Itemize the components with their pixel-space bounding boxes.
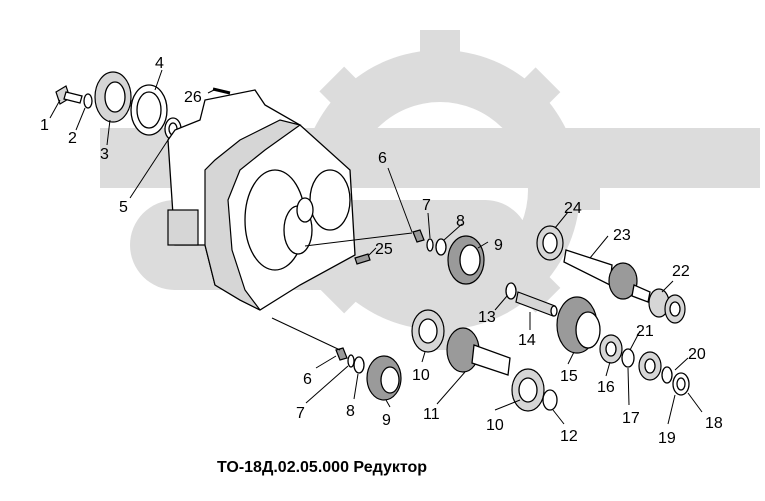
bearing-mid — [599, 334, 623, 364]
diagram-caption: ТО-18Д.02.05.000 Редуктор — [217, 459, 427, 476]
snap-ring — [505, 282, 517, 300]
callout-1: 1 — [40, 117, 49, 134]
callout-7-lower: 7 — [296, 405, 305, 422]
callout-8-upper: 8 — [456, 213, 465, 230]
callout-10-left: 10 — [412, 367, 430, 384]
callout-15: 15 — [560, 368, 578, 385]
callout-22: 22 — [672, 263, 690, 280]
callout-13: 13 — [478, 309, 496, 326]
callout-16: 16 — [597, 379, 615, 396]
upper-bolt — [412, 229, 425, 243]
gearbox-housing — [167, 89, 356, 311]
callout-24: 24 — [564, 200, 582, 217]
callout-6-lower: 6 — [303, 371, 312, 388]
callout-3: 3 — [100, 146, 109, 163]
callout-12: 12 — [560, 428, 578, 445]
bearing-left — [411, 309, 445, 353]
leader-lines — [49, 69, 703, 425]
lower-ring — [542, 389, 558, 411]
callout-19: 19 — [658, 430, 676, 447]
callout-6-upper: 6 — [378, 150, 387, 167]
intermediate-shaft — [515, 291, 558, 317]
callout-26: 26 — [184, 89, 202, 106]
cover-plate — [94, 71, 132, 123]
callout-2: 2 — [68, 130, 77, 147]
washer — [83, 93, 93, 109]
callout-11: 11 — [423, 406, 440, 423]
callout-10-right: 10 — [486, 417, 504, 434]
pin — [212, 87, 231, 95]
lower-spacer — [353, 356, 365, 374]
bearing-set — [648, 288, 686, 324]
bearing-upper — [536, 225, 564, 261]
gear-shaft — [446, 327, 511, 376]
callout-21: 21 — [636, 323, 654, 340]
callout-14: 14 — [518, 332, 536, 349]
callout-18: 18 — [705, 415, 723, 432]
end-cap — [672, 372, 690, 396]
bearing-outer — [638, 351, 662, 381]
upper-washer — [426, 238, 434, 252]
callout-4: 4 — [155, 55, 164, 72]
callout-9-upper: 9 — [494, 237, 503, 254]
upper-gear — [447, 235, 485, 285]
retainer-ring — [661, 366, 673, 384]
callout-7-upper: 7 — [422, 197, 431, 214]
callout-23: 23 — [613, 227, 631, 244]
callout-labels: 1 2 3 4 5 26 6 7 8 9 24 23 22 25 13 14 2… — [40, 55, 723, 447]
ring-mid — [621, 348, 635, 368]
upper-spacer — [435, 238, 447, 256]
callout-8-lower: 8 — [346, 403, 355, 420]
lower-bolt — [335, 347, 348, 361]
pinion-shaft — [563, 249, 651, 303]
callout-25: 25 — [375, 241, 393, 258]
bearing-right — [511, 368, 545, 412]
large-gear — [556, 296, 601, 354]
screw — [354, 253, 371, 265]
gasket — [130, 84, 168, 136]
callout-9-lower: 9 — [382, 412, 391, 429]
callout-20: 20 — [688, 346, 706, 363]
lower-gear — [366, 355, 402, 401]
callout-5: 5 — [119, 199, 128, 216]
bolt — [55, 85, 83, 105]
lower-washer — [347, 354, 355, 368]
callout-17: 17 — [622, 410, 640, 427]
